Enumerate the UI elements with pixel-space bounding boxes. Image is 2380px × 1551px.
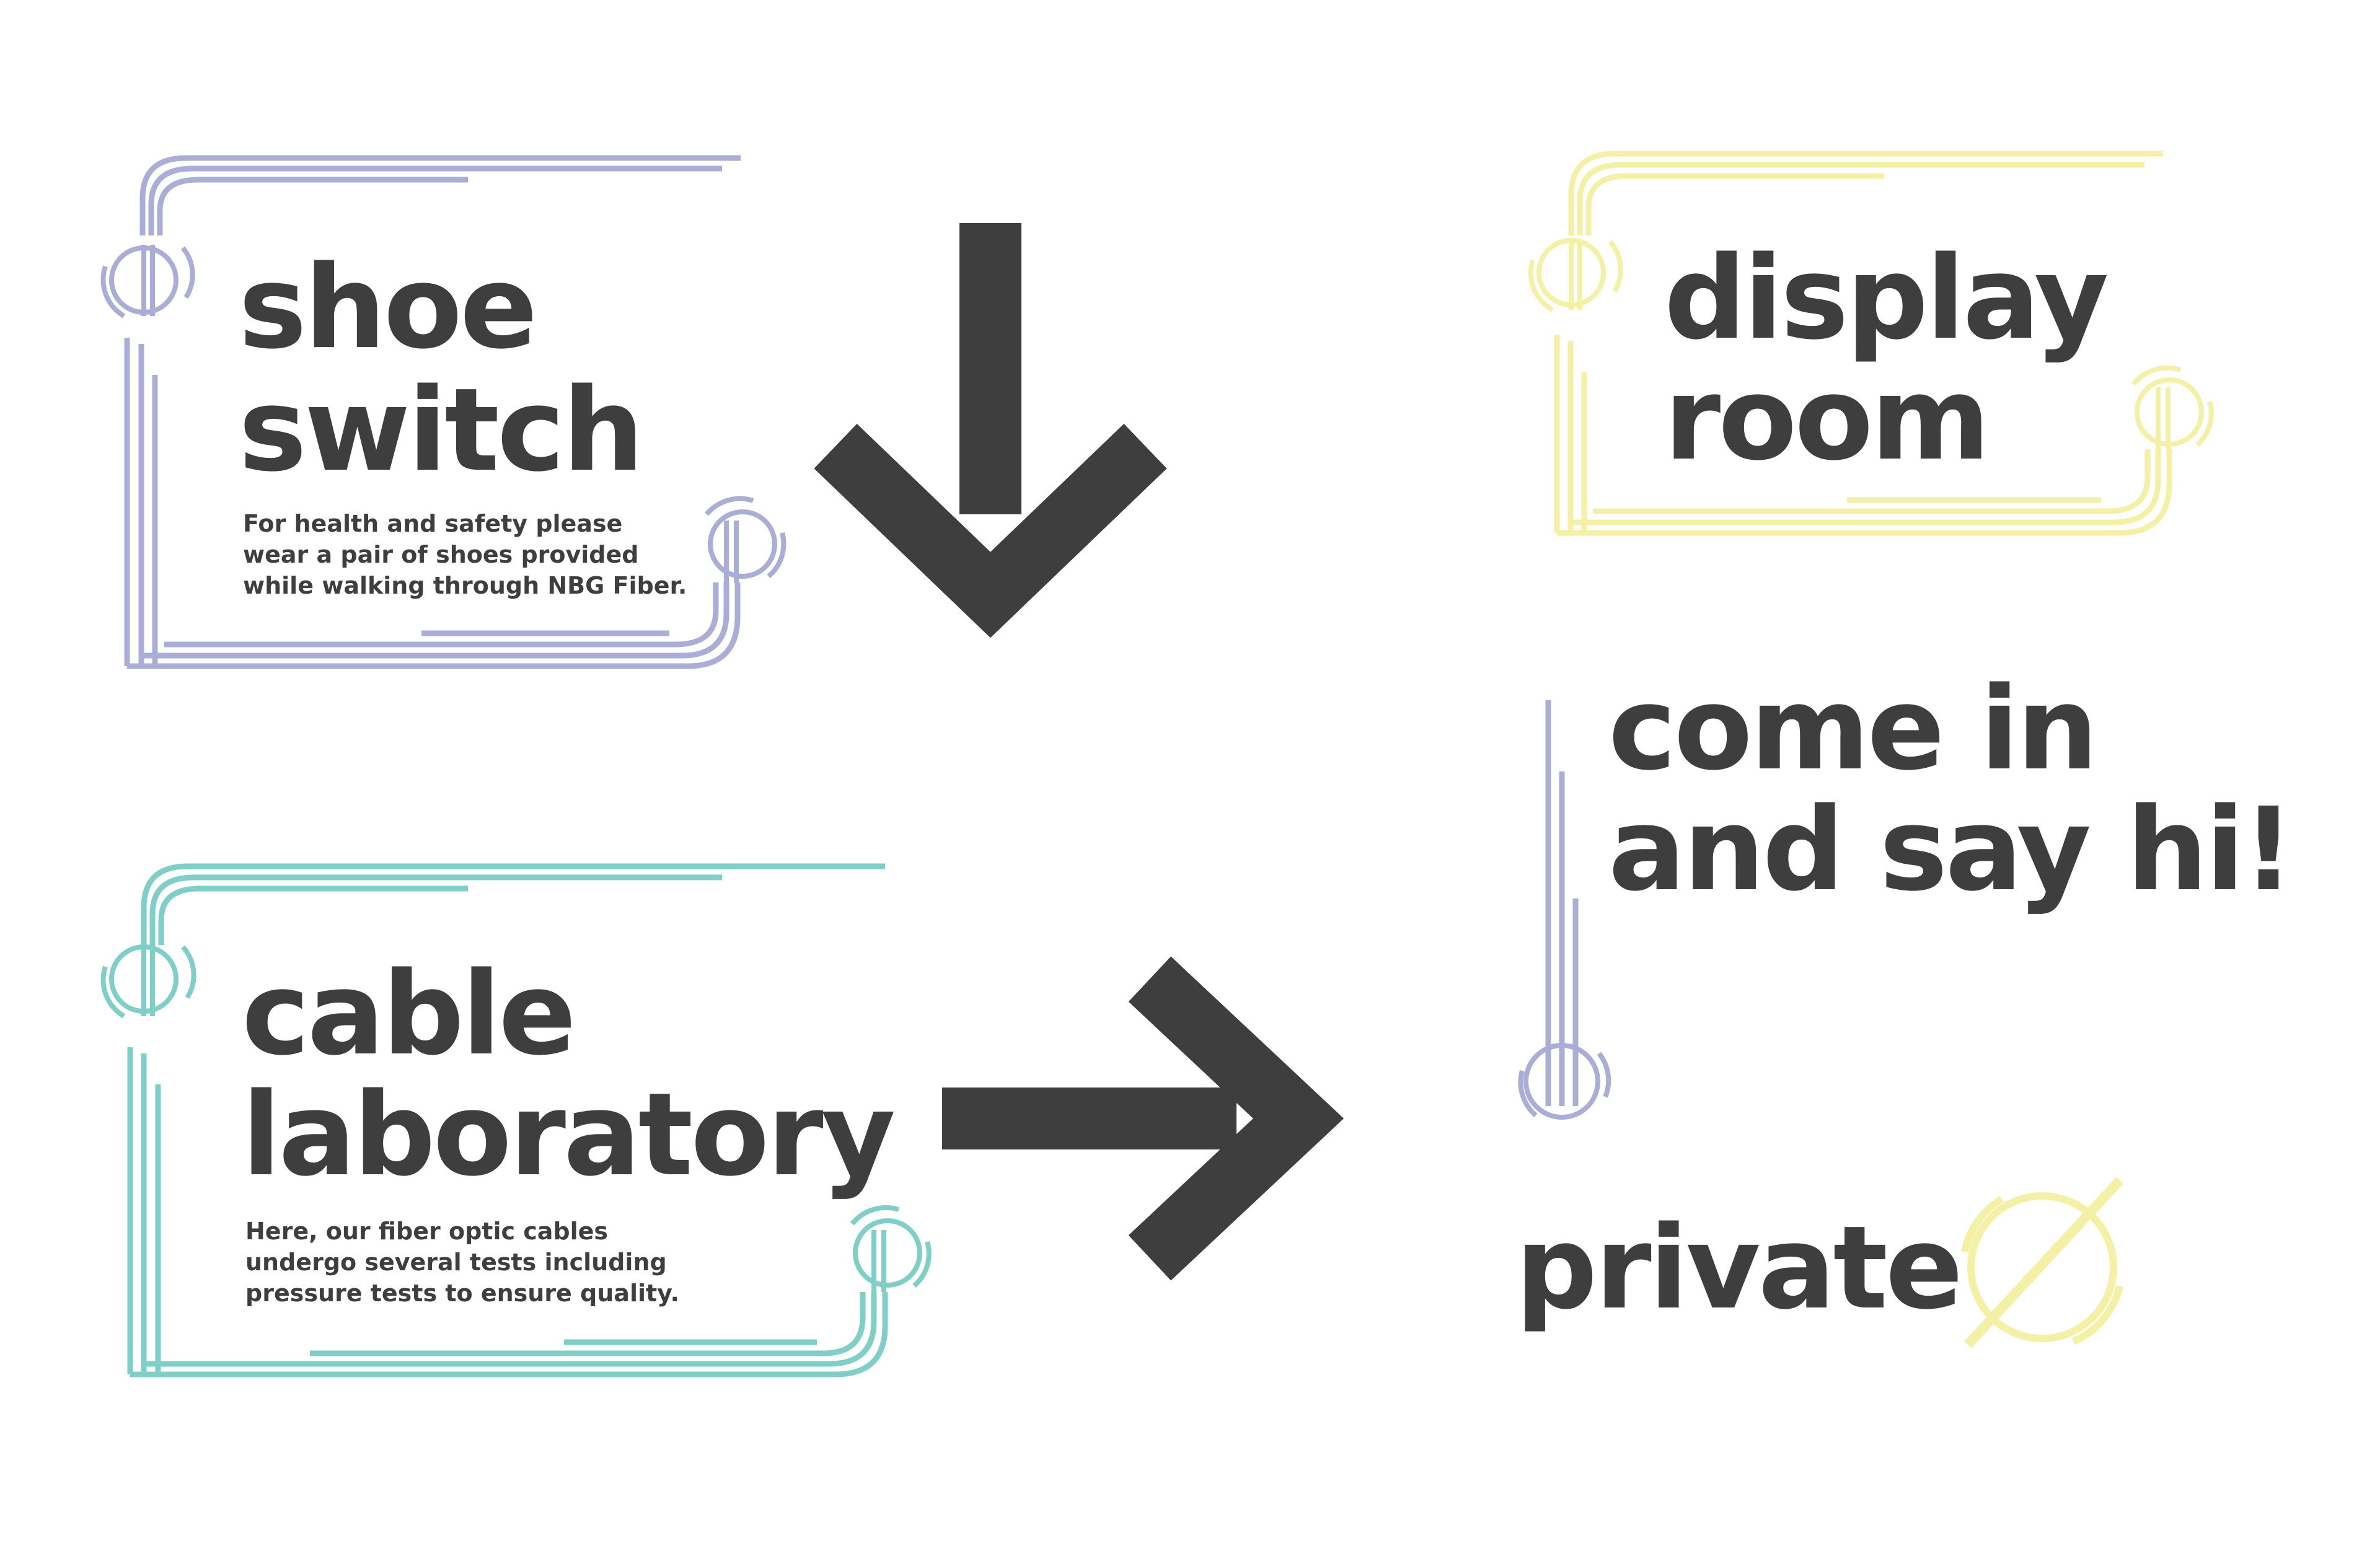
fiber-node-icon	[100, 245, 195, 319]
shoe-switch-sign: shoe switch For health and safety please…	[100, 155, 787, 669]
cable-laboratory-sign: cable laboratory Here, our fiber optic c…	[100, 863, 932, 1377]
come-in-title-1: come in	[1608, 662, 2096, 796]
cable-laboratory-title-2: laboratory	[242, 1068, 894, 1202]
shoe-switch-frame	[124, 155, 741, 669]
shoe-switch-title-1: shoe	[239, 240, 535, 374]
fiber-node-icon	[2131, 365, 2214, 449]
display-room-frame	[1554, 151, 2172, 536]
cable-laboratory-title-1: cable	[242, 947, 574, 1081]
arrow-down-icon	[814, 223, 1167, 638]
private-title: private	[1515, 1201, 1960, 1335]
shoe-switch-desc-1: For health and safety please	[243, 510, 622, 537]
arrow-right-icon	[942, 956, 1344, 1281]
fiber-node-icon	[850, 1205, 932, 1292]
display-room-sign: display room	[1528, 151, 2214, 536]
come-in-sign: come in and say hi!	[1518, 662, 2294, 1120]
no-entry-icon	[1961, 1177, 2123, 1348]
fiber-node-icon	[704, 496, 787, 582]
come-in-title-2: and say hi!	[1608, 783, 2292, 916]
come-in-frame	[1545, 700, 1579, 1106]
private-sign: private	[1515, 1177, 2123, 1348]
cable-laboratory-desc-2: undergo several tests including	[245, 1249, 667, 1276]
fiber-node-icon	[100, 944, 196, 1019]
display-room-title-1: display	[1664, 231, 2107, 365]
cable-laboratory-desc-1: Here, our fiber optic cables	[245, 1218, 608, 1245]
fiber-node-icon	[1528, 238, 1623, 312]
shoe-switch-desc-3: while walking through NBG Fiber.	[243, 572, 687, 599]
cable-laboratory-frame	[127, 863, 888, 1377]
cable-laboratory-desc-3: pressure tests to ensure quality.	[245, 1280, 679, 1307]
shoe-switch-title-2: switch	[239, 363, 641, 497]
shoe-switch-desc-2: wear a pair of shoes provided	[243, 541, 639, 568]
fiber-node-icon	[1518, 1043, 1611, 1120]
display-room-title-2: room	[1664, 352, 1988, 486]
